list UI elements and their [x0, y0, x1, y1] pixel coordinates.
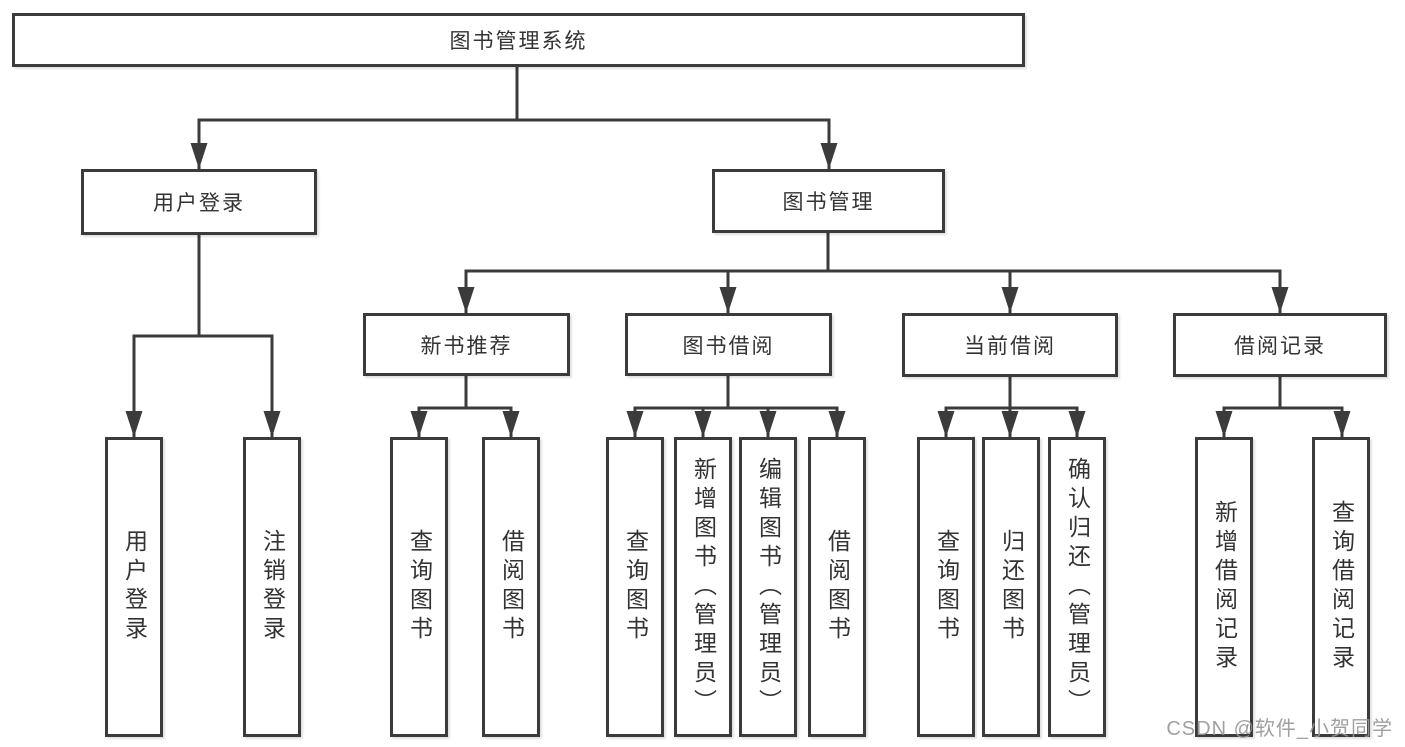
leaf-edit-books-admin: 编辑图书（管理员）	[739, 437, 797, 737]
node-label: 图书借阅	[682, 334, 775, 358]
node-label: 用户登录	[121, 529, 148, 645]
node-label: 当前借阅	[964, 335, 1056, 358]
node-label: 借阅图书	[498, 529, 525, 645]
node-label: 用户登录	[153, 192, 245, 215]
leaf-add-books-admin: 新增图书（管理员）	[674, 437, 732, 737]
node-root: 图书管理系统	[12, 13, 1025, 67]
node-label: 借阅记录	[1234, 335, 1326, 358]
node-label: 新增图书（管理员）	[690, 456, 717, 718]
node-label: 图书管理系统	[449, 30, 588, 53]
node-label: 确认归还（管理员）	[1064, 456, 1091, 718]
leaf-add-borrow-record: 新增借阅记录	[1195, 437, 1253, 737]
leaf-user-login: 用户登录	[105, 437, 163, 737]
leaf-return-books: 归还图书	[982, 437, 1040, 737]
node-label: 查询图书	[933, 529, 960, 645]
node-book-borrowing: 图书借阅	[625, 313, 832, 376]
leaf-query-books-current: 查询图书	[917, 437, 975, 737]
leaf-query-books-recommend: 查询图书	[390, 437, 448, 737]
node-label: 编辑图书（管理员）	[755, 456, 782, 718]
leaf-borrow-books-recommend: 借阅图书	[482, 437, 540, 737]
node-label: 归还图书	[998, 529, 1025, 645]
node-label: 查询借阅记录	[1328, 500, 1355, 674]
node-label: 新书推荐	[420, 334, 513, 358]
leaf-confirm-return-admin: 确认归还（管理员）	[1048, 437, 1106, 737]
node-label: 图书管理	[782, 191, 875, 214]
node-label: 查询图书	[622, 529, 649, 645]
leaf-borrow-books-borrowing: 借阅图书	[808, 437, 866, 737]
node-user-login: 用户登录	[81, 169, 317, 235]
node-label: 注销登录	[259, 529, 286, 645]
node-label: 借阅图书	[824, 529, 851, 645]
leaf-query-borrow-record: 查询借阅记录	[1312, 437, 1370, 737]
leaf-query-books-borrowing: 查询图书	[606, 437, 664, 737]
node-current-borrowing: 当前借阅	[902, 313, 1118, 377]
node-borrowing-records: 借阅记录	[1173, 313, 1387, 377]
leaf-logout-login: 注销登录	[243, 437, 301, 737]
csdn-watermark: CSDN @软件_小贺同学	[1166, 718, 1393, 740]
node-label: 新增借阅记录	[1211, 500, 1238, 674]
node-book-management: 图书管理	[712, 169, 945, 233]
node-new-book-recommendation: 新书推荐	[363, 313, 570, 376]
node-label: 查询图书	[406, 529, 433, 645]
